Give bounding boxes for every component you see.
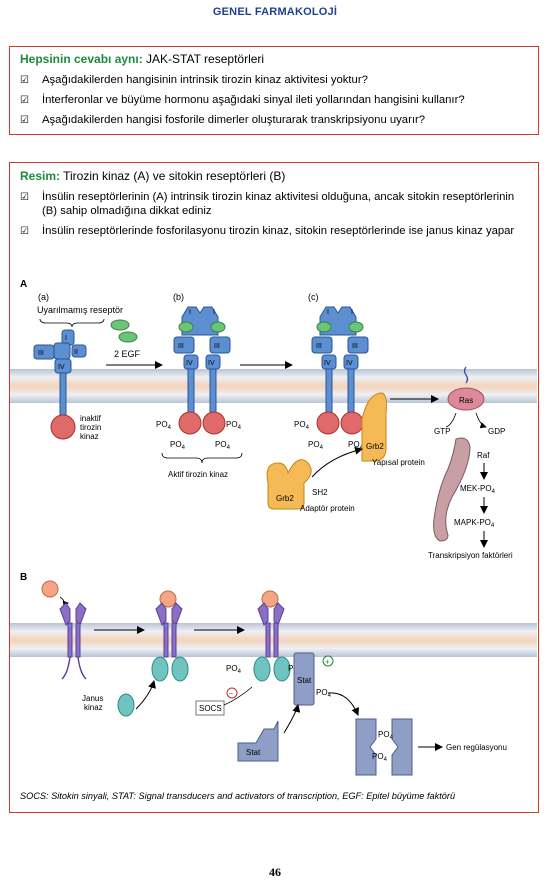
janus-label-1: Janus	[82, 694, 103, 703]
mapk-label: MAPK-PO4	[454, 518, 495, 529]
sh2-label: SH2	[312, 488, 328, 497]
plus-sign: +	[325, 658, 330, 667]
egf-ligand	[110, 319, 130, 331]
grb2-free	[266, 459, 312, 510]
answer-box: Hepsinin cevabı aynı: JAK-STAT reseptörl…	[9, 46, 539, 135]
active-kinase-label: Aktif tirozin kinaz	[168, 470, 228, 479]
domain-iv-label: IV	[58, 364, 65, 371]
transcription-factors-label: Transkripsiyon faktörleri	[428, 551, 513, 560]
socs-box	[195, 700, 225, 716]
ras-protein	[447, 387, 485, 411]
po4-label: PO4	[294, 420, 310, 431]
inactive-kinase-label-3: kinaz	[80, 432, 99, 441]
checkbox-icon: ☑	[20, 95, 29, 106]
domain-iii-label: III	[178, 343, 184, 350]
sub-c-label: (c)	[308, 292, 319, 302]
domain-i-label: I	[327, 309, 329, 316]
gdp-label: GDP	[488, 427, 505, 436]
stat-bound	[293, 652, 315, 706]
note-item: ☑İnsülin reseptörlerinin (A) intrinsik t…	[20, 191, 515, 217]
gtp-label: GTP	[434, 427, 450, 436]
domain-ii-label: II	[74, 349, 78, 356]
grb2-label: Grb2	[276, 494, 294, 503]
page-number: 46	[269, 865, 281, 879]
janus-kinase	[117, 693, 135, 717]
minus-sign: −	[229, 689, 234, 698]
egf-ligand	[118, 331, 138, 343]
grb2-bound	[361, 392, 387, 462]
domain-i-label: I	[351, 309, 353, 316]
question-item: ☑Aşağıdakilerden hangisinin intrinsik ti…	[20, 74, 368, 86]
po4-label: PO4	[226, 420, 242, 431]
ras-label: Ras	[459, 396, 473, 405]
note-item: ☑İnsülin reseptörlerinde fosforilasyonu …	[20, 225, 515, 237]
po4-label: PO4	[226, 664, 242, 675]
domain-i-label: I	[213, 309, 215, 316]
gene-regulation-label: Gen regülasyonu	[446, 743, 507, 752]
footnote: SOCS: Sitokin sinyali, STAT: Signal tran…	[20, 791, 456, 801]
socs-label: SOCS	[199, 704, 222, 713]
receptor-dimer-c: I I III III IV IV	[311, 306, 369, 435]
domain-iv-label: IV	[186, 360, 193, 367]
panel-b-label: B	[20, 572, 27, 583]
mek-label: MEK-PO4	[460, 484, 496, 495]
stat-dimer	[355, 718, 413, 776]
egf-label: 2 EGF	[114, 349, 141, 359]
unstimulated-receptor-label: Uyarılmamış reseptör	[37, 305, 123, 315]
figure-box-title: Resim: Tirozin kinaz (A) ve sitokin rese…	[20, 169, 286, 183]
domain-i-label: I	[189, 309, 191, 316]
sub-a-label: (a)	[38, 292, 49, 302]
receptor-a: I III II IV inaktif tirozin kinaz	[33, 329, 102, 441]
domain-iv-label: IV	[324, 360, 331, 367]
domain-i-label: I	[65, 335, 67, 342]
cytokine-receptor-1	[41, 580, 87, 680]
raf-label: Raf	[477, 451, 490, 460]
stat-free	[237, 720, 279, 762]
activation-icon	[322, 655, 334, 667]
stat-label: Stat	[246, 748, 261, 757]
question-item: ☑İnterferonlar ve büyüme hormonu aşağıda…	[20, 94, 465, 106]
grb2-label: Grb2	[366, 442, 384, 451]
inactive-kinase-label-2: tirozin	[80, 423, 101, 432]
receptor-dimer-b: I I III III IV IV	[173, 306, 231, 435]
po4-label: PO4	[215, 440, 231, 451]
figure-box: Resim: Tirozin kinaz (A) ve sitokin rese…	[9, 162, 539, 813]
cytokine-receptor-2	[151, 590, 189, 682]
page-header: GENEL FARMAKOLOJİ	[212, 6, 338, 18]
adaptor-protein-label: Adaptör protein	[300, 504, 355, 513]
po4-label: PO4	[308, 440, 324, 451]
domain-iii-label: III	[316, 343, 322, 350]
po4-label: PO4	[378, 730, 394, 741]
domain-iv-label: IV	[208, 360, 215, 367]
panel-a-label: A	[20, 279, 27, 290]
domain-iii-label: III	[38, 350, 44, 357]
po4-label: PO4	[170, 440, 186, 451]
domain-iii-label: III	[352, 343, 358, 350]
structural-protein-label: Yapısal protein	[372, 458, 425, 467]
checkbox-icon: ☑	[20, 192, 29, 203]
checkbox-icon: ☑	[20, 115, 29, 126]
sub-b-label: (b)	[173, 292, 184, 302]
po4-label: PO4	[156, 420, 172, 431]
po4-label: PO4	[372, 752, 388, 763]
domain-iii-label: III	[214, 343, 220, 350]
answer-box-title: Hepsinin cevabı aynı: JAK-STAT reseptörl…	[20, 52, 265, 66]
checkbox-icon: ☑	[20, 75, 29, 86]
janus-label-2: kinaz	[84, 703, 103, 712]
inactive-kinase-label-1: inaktif	[80, 414, 102, 423]
checkbox-icon: ☑	[20, 226, 29, 237]
question-item: ☑Aşağıdakilerden hangisi fosforile dimer…	[20, 114, 426, 126]
structural-protein	[433, 437, 471, 542]
stat-label: Stat	[297, 676, 312, 685]
domain-iv-label: IV	[346, 360, 353, 367]
po4-label: PO4	[316, 688, 332, 699]
inhibition-icon	[226, 687, 238, 699]
receptor-diagram: A (a) (b) (c) Uyarılmamış reseptör I III…	[10, 279, 537, 776]
cytokine-receptor-3	[253, 590, 291, 682]
